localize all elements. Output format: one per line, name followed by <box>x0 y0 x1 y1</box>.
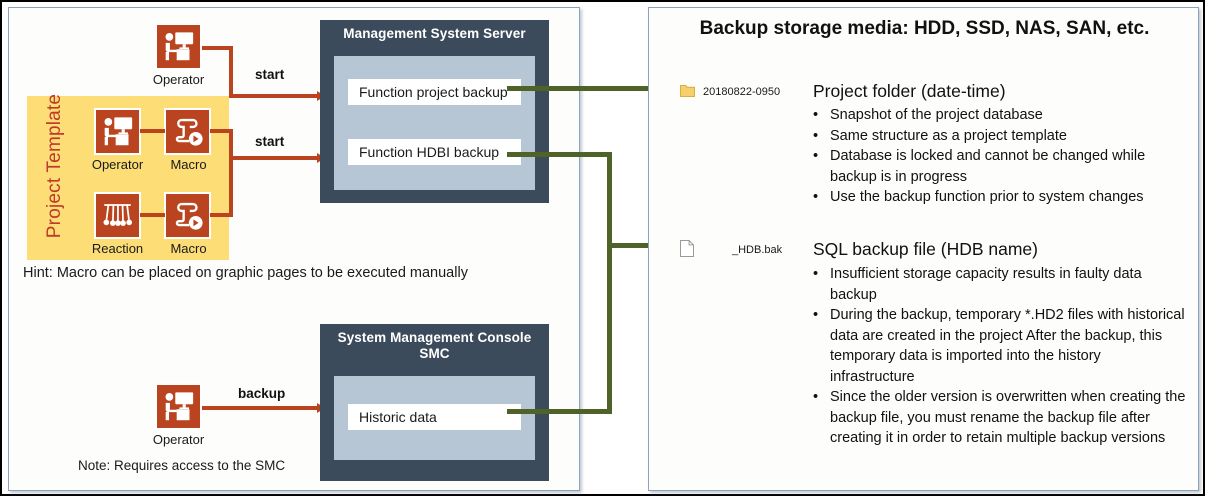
connector-operator-to-server <box>202 46 233 50</box>
connector-project-backup-to-folder <box>507 86 667 91</box>
operator-workstation-icon <box>155 23 202 70</box>
bullet-dot-icon: • <box>813 127 819 144</box>
list-item: •During the backup, temporary *.HD2 file… <box>813 305 1187 387</box>
server-inner-area: Function project backup Function HDBI ba… <box>334 56 535 190</box>
smc-title-line1: System Management Console <box>337 330 532 345</box>
management-system-server-box: Management System Server Function projec… <box>320 20 549 203</box>
connector-macro-to-server <box>210 129 233 133</box>
connector-merge-to-file <box>607 243 667 248</box>
connector-operator-to-server <box>229 46 233 98</box>
bullet-dot-icon: • <box>813 107 819 123</box>
bullet-dot-icon: • <box>813 189 819 205</box>
list-item: •Snapshot of the project database <box>813 105 1181 126</box>
smc-inner-area: Historic data <box>334 376 535 460</box>
icon-caption: Macro <box>170 241 207 256</box>
connector-operator-to-server <box>229 94 319 98</box>
icon-caption: Operator <box>152 72 205 87</box>
icon-caption: Reaction <box>91 241 144 256</box>
connector-operator-macro <box>140 129 165 133</box>
connector-historic-data-to-file <box>507 409 612 414</box>
smc-title-line2: SMC <box>419 346 450 361</box>
operator-workstation-icon <box>155 383 202 430</box>
connector-label-start-bottom: start <box>255 134 285 149</box>
connector-hdbi-backup-to-file <box>507 152 612 157</box>
result-bullet-list: •Snapshot of the project database •Same … <box>813 105 1181 208</box>
function-project-backup-box[interactable]: Function project backup <box>348 79 521 105</box>
result-file-label: _HDB.bak <box>732 244 783 256</box>
icon-caption: Operator <box>152 432 205 447</box>
right-panel: Backup storage media: HDD, SSD, NAS, SAN… <box>648 7 1199 491</box>
connector-label-backup: backup <box>238 386 286 401</box>
bullet-dot-icon: • <box>813 389 819 405</box>
list-item: •Insufficient storage capacity results i… <box>813 264 1187 305</box>
connector-macro-to-server <box>210 213 233 217</box>
list-item: •Use the backup function prior to system… <box>813 187 1181 208</box>
connector-macro-to-server <box>229 129 233 217</box>
historic-data-box[interactable]: Historic data <box>348 404 521 430</box>
result-bullet-list: •Insufficient storage capacity results i… <box>813 264 1187 449</box>
smc-box: System Management Console SMC Historic d… <box>320 324 549 481</box>
server-title: Management System Server <box>343 26 526 41</box>
hint-text: Hint: Macro can be placed on graphic pag… <box>23 265 468 281</box>
result-heading: SQL backup file (HDB name) <box>813 239 1038 259</box>
list-item: •Since the older version is overwritten … <box>813 387 1187 449</box>
connector-merge-bar <box>607 152 612 414</box>
document-icon <box>680 240 694 257</box>
icon-caption: Macro <box>170 157 207 172</box>
bullet-dot-icon: • <box>813 266 819 282</box>
result-heading: Project folder (date-time) <box>813 81 1006 101</box>
result-file-label: 20180822-0950 <box>703 86 781 98</box>
operator-workstation-icon <box>94 108 141 155</box>
note-text: Note: Requires access to the SMC <box>78 458 286 473</box>
connector-label-start-top: start <box>255 67 285 82</box>
right-panel-title: Backup storage media: HDD, SSD, NAS, SAN… <box>699 18 1150 39</box>
left-panel: Project Template Operator <box>8 7 580 491</box>
list-item: •Same structure as a project template <box>813 126 1181 147</box>
icon-caption: Operator <box>91 157 144 172</box>
project-template-label: Project Template <box>44 93 65 239</box>
connector-operator-to-smc <box>202 406 319 410</box>
bullet-dot-icon: • <box>813 307 819 323</box>
bullet-dot-icon: • <box>813 148 819 164</box>
newtons-cradle-icon <box>94 192 141 239</box>
list-item: •Database is locked and cannot be change… <box>813 146 1181 187</box>
function-hdbi-backup-box[interactable]: Function HDBI backup <box>348 139 521 165</box>
macro-script-play-icon <box>164 108 211 155</box>
connector-macro-to-server <box>229 156 319 160</box>
connector-reaction-macro <box>140 213 165 217</box>
folder-icon <box>680 84 695 98</box>
macro-script-play-icon <box>164 192 211 239</box>
